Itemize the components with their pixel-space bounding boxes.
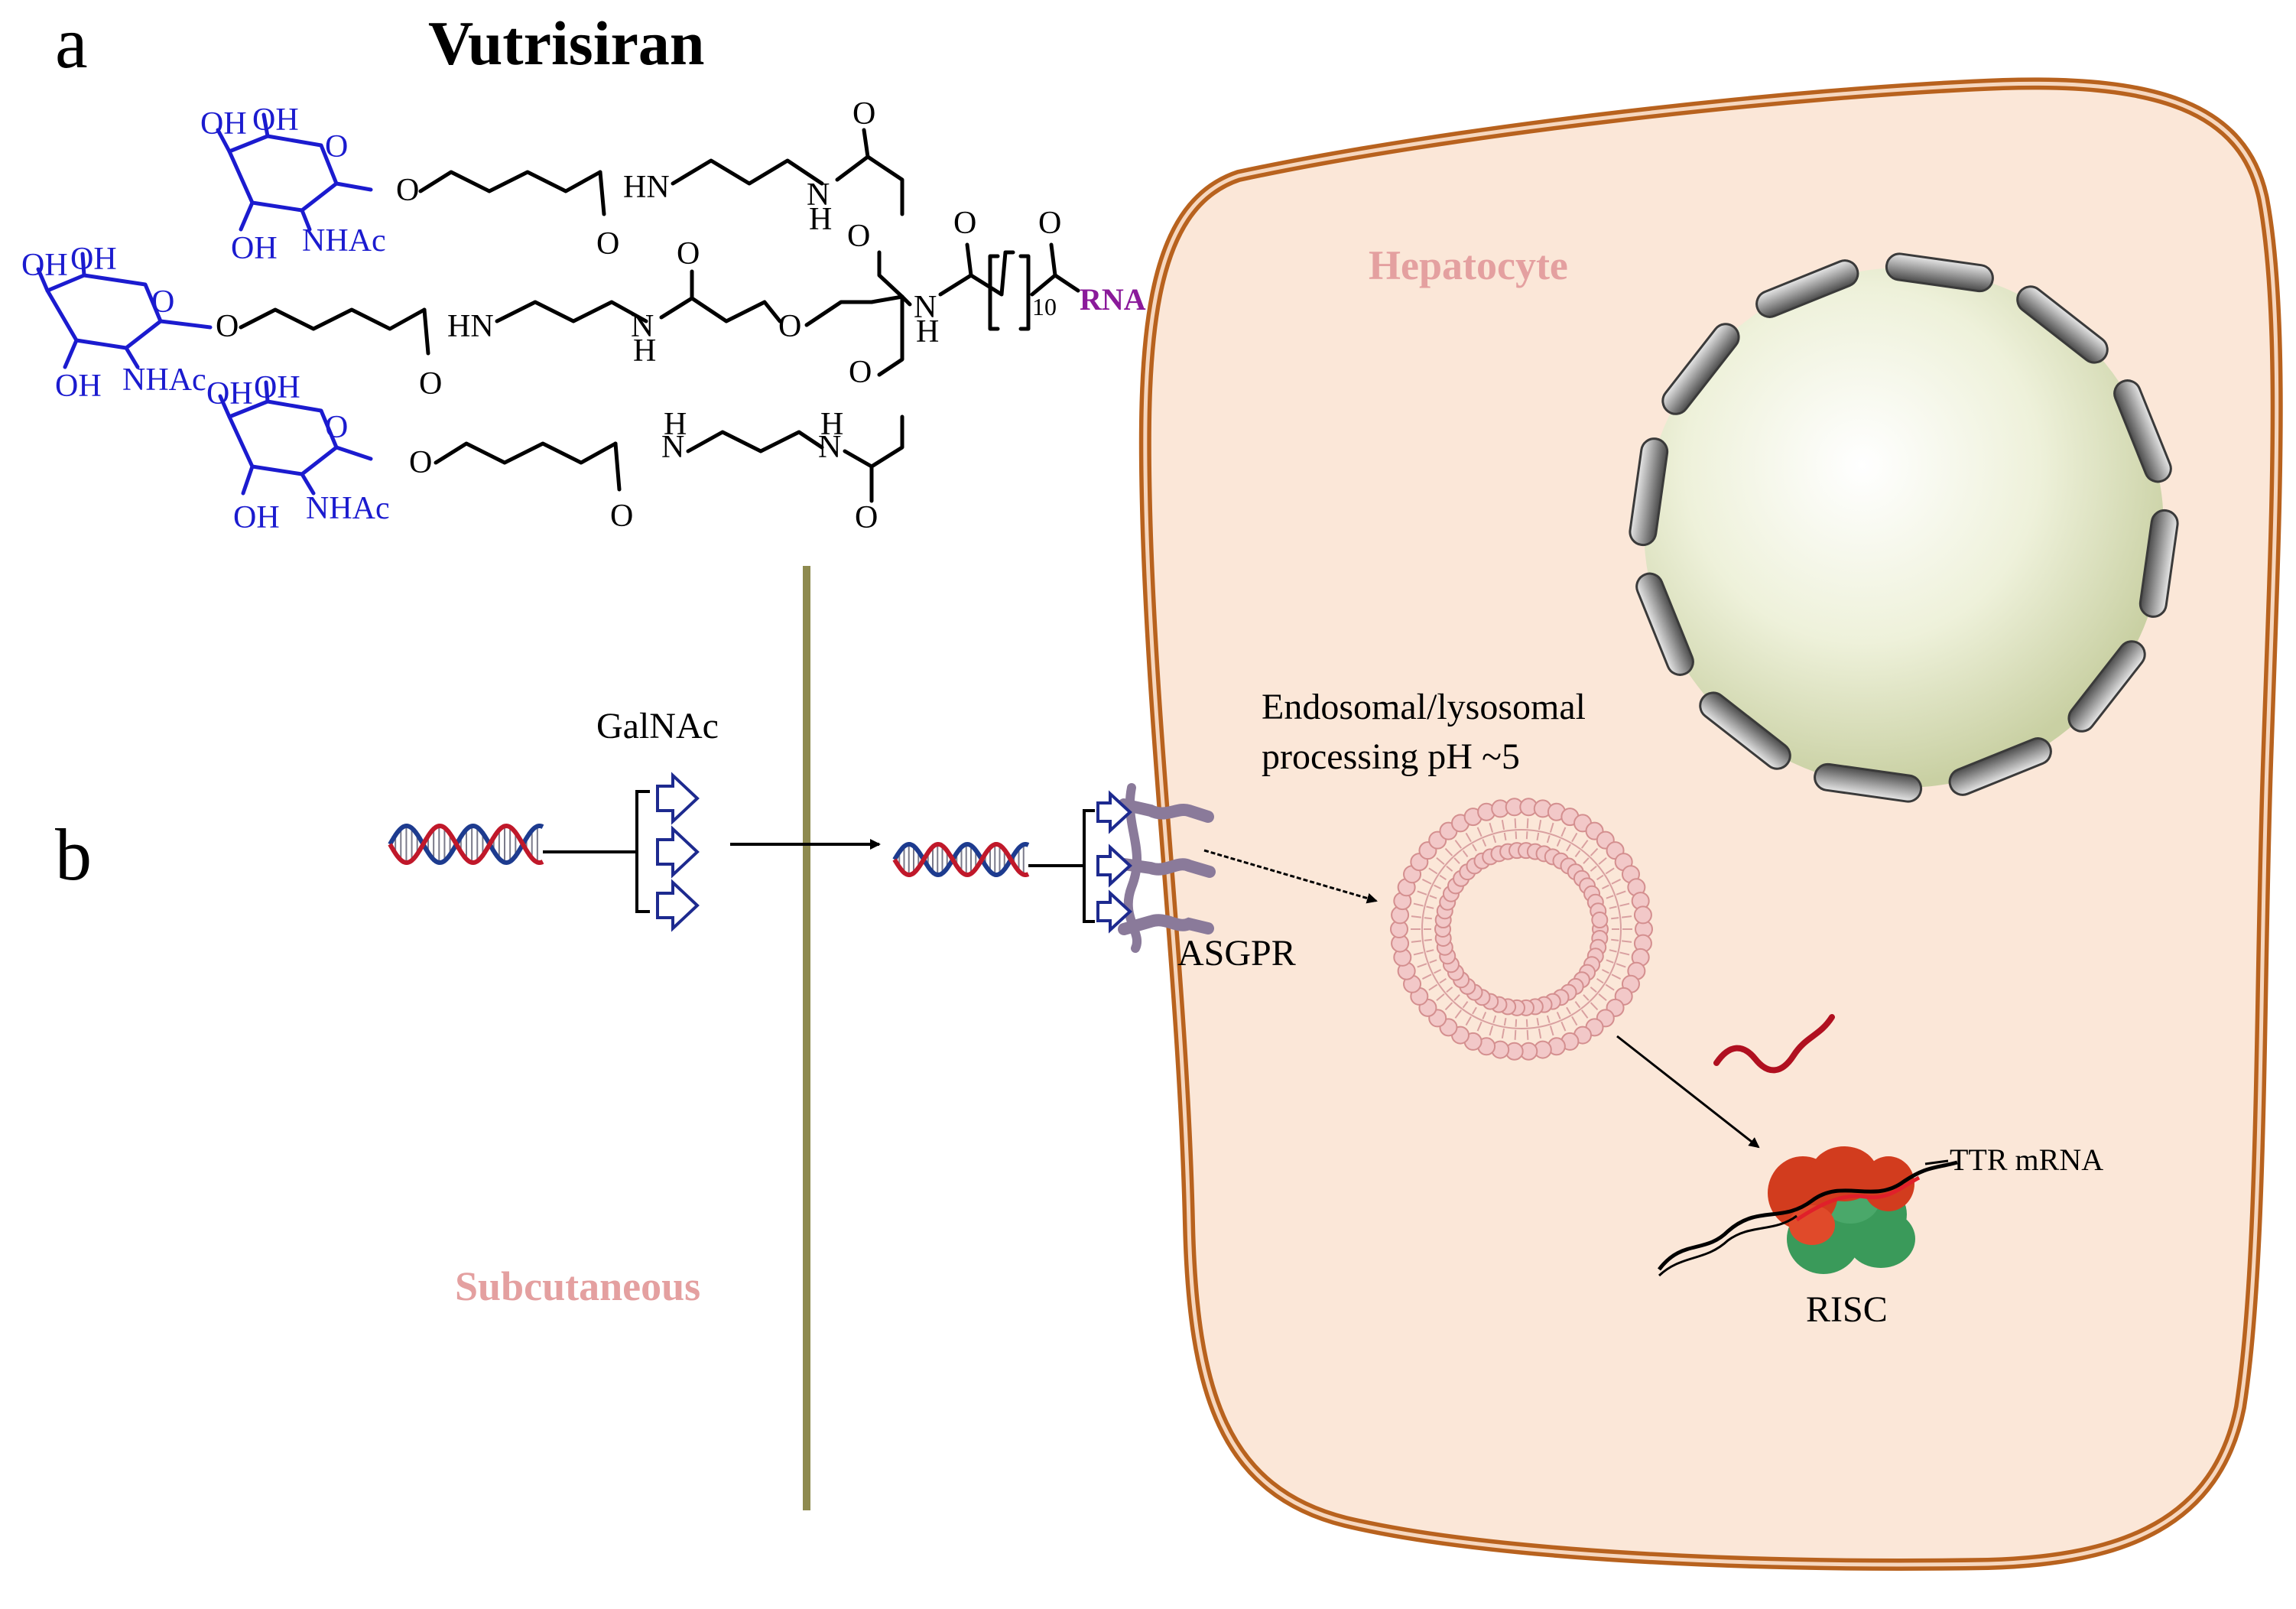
amide-h-label: H [820,407,843,442]
amide-h-label: H [916,314,939,349]
oh-label: OH [200,106,247,141]
chain-repeat-subscript: 10 [1032,293,1057,320]
nuclear-pores [1629,252,2179,803]
ether-oxygen-label: O [216,309,239,344]
ring-oxygen-label: O [325,129,348,164]
amide-n-label: N [631,309,654,344]
nuclear-pore [1661,323,1740,415]
amide-nh-label: HN [623,170,670,205]
nhac-label: NHAc [306,491,390,526]
risc-complex [1658,1146,1958,1277]
sirna-helix-left [388,790,650,913]
amide-h-label: H [809,202,832,237]
galnac-arrow-icon [656,825,700,879]
asgpr-label: ASGPR [1177,933,1296,974]
nuclear-pore [1948,737,2052,796]
panel-label-b: b [55,814,92,896]
endosomal-label-line1: Endosomal/lysosomal [1262,687,1586,727]
ttr-pointer [1924,1159,1949,1165]
nhac-label: NHAc [302,223,386,258]
galnac-arrows [656,772,700,932]
ether-oxygen-label: O [396,173,419,208]
oh-label: OH [254,370,300,405]
oh-label: OH [231,231,278,266]
carbonyl-oxygen-label: O [419,366,442,401]
panel-label-a: a [55,2,88,83]
free-sirna-strand [1713,1014,1835,1074]
galnac-label: GalNAc [596,706,719,746]
hepatocyte-cell [1138,77,2283,1571]
carbonyl-oxygen-label: O [610,499,633,534]
nhac-label: NHAc [122,362,206,398]
ring-oxygen-label: O [151,284,174,320]
nuclear-pore [2138,509,2179,618]
carbonyl-oxygen-label: O [677,236,700,271]
oh-label: OH [206,376,253,411]
chemical-structure: OH OH O OH NHAc O O HN N H O O OH OH O O… [21,96,1146,535]
nuclear-pore [1699,691,1791,770]
rna-label: RNA [1080,282,1146,317]
nuclear-pore [1814,762,1923,803]
amide-nh-label: HN [447,309,494,344]
carbonyl-oxygen-label: O [953,206,976,241]
galnac-arrows-bound [1096,790,1132,934]
structure-title: Vutrisiran [428,8,704,78]
hepatocyte-label: Hepatocyte [1369,242,1568,288]
nuclear-pore [1885,252,1994,293]
galnac-sugar-2: OH OH O OH NHAc [21,242,213,404]
oh-label: OH [55,369,102,404]
amide-n-label: N [661,430,684,465]
ttr-mrna-label: TTR mRNA [1950,1143,2103,1177]
galnac-arrow-icon [1096,844,1132,888]
carbonyl-oxygen-label: O [1038,206,1061,241]
nuclear-pore [1635,572,1694,676]
endosomal-label-line2: processing pH ~5 [1262,736,1520,777]
amide-h-label: H [633,333,656,369]
amide-n-label: N [818,430,841,465]
oh-label: OH [70,242,117,277]
galnac-sugar-1: OH OH O OH NHAc [200,102,386,266]
lipid-head [1633,905,1652,925]
ring-oxygen-label: O [325,410,348,445]
endosome-vesicle [1390,798,1653,1061]
carbonyl-oxygen-label: O [596,226,619,262]
galnac-arrow-icon [1096,790,1132,834]
sirna-helix-right [892,809,1095,923]
ether-oxygen-label: O [847,219,870,254]
galnac-arrow-icon [656,879,700,932]
asgpr-receptors [1118,783,1216,953]
nuclear-pore [2067,640,2146,733]
oh-label: OH [21,248,68,283]
nuclear-pore [1755,259,1859,318]
galnac-arrow-icon [1096,889,1132,934]
ether-oxygen-label: O [409,445,432,480]
galnac-arrow-icon [656,772,700,825]
subcutaneous-label: Subcutaneous [455,1263,700,1309]
amide-h-label: H [664,407,687,442]
amide-n-label: N [914,290,937,325]
amide-n-label: N [807,177,830,213]
oh-label: OH [233,500,280,535]
nuclear-pore [2016,285,2109,364]
nuclear-pore [1629,437,1669,547]
ether-oxygen-label: O [849,355,872,390]
lipid-head [1591,912,1609,929]
carbonyl-oxygen-label: O [855,500,878,535]
oh-label: OH [252,102,299,138]
release-arrow-icon [1616,1035,1760,1149]
nucleus [1629,252,2179,803]
ether-oxygen-label: O [778,309,801,344]
galnac-sugar-3: OH OH O OH NHAc [206,370,390,535]
endocytosis-arrow-icon [1203,849,1378,904]
risc-label: RISC [1806,1289,1888,1330]
nuclear-pore [2113,379,2172,483]
carbonyl-oxygen-label: O [852,96,875,132]
